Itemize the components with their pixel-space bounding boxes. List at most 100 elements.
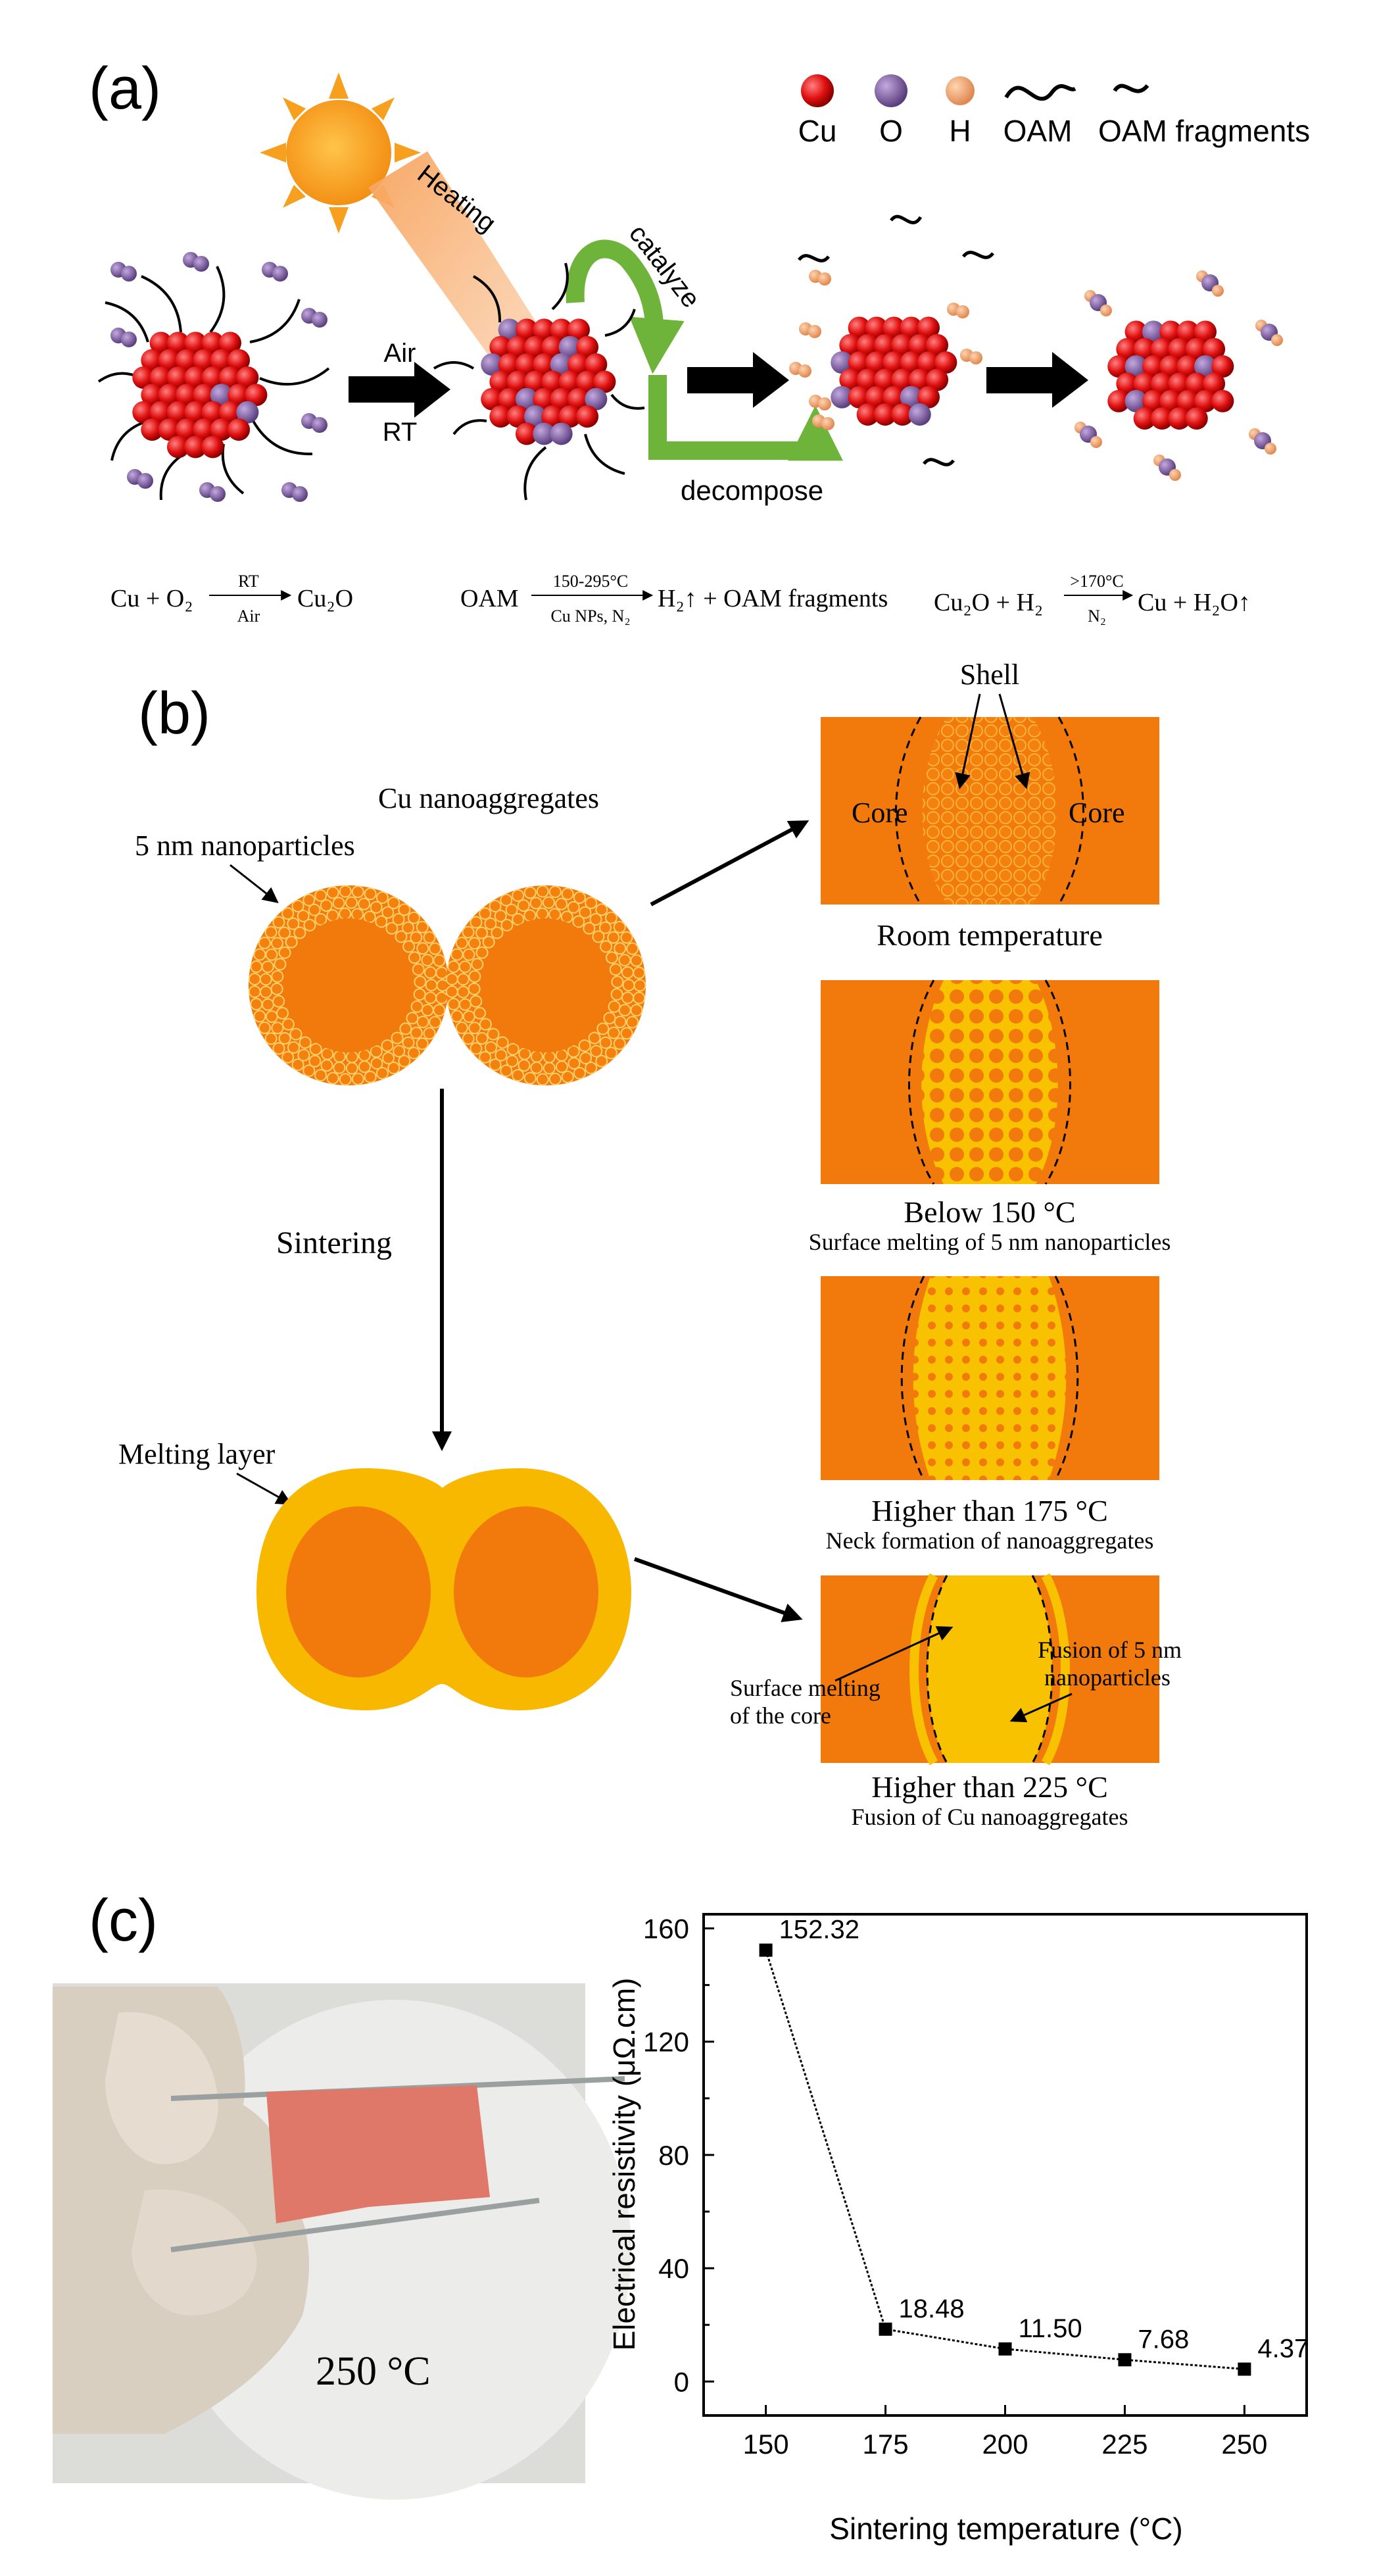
nanoparticle [523, 909, 537, 922]
cu-atom [498, 387, 521, 410]
nanoparticle [458, 960, 471, 974]
cu-atom [848, 316, 871, 339]
nanoparticle [248, 985, 261, 999]
cu-nanoaggregates-label: Cu nanoaggregates [378, 782, 599, 814]
nanoparticle [272, 916, 285, 929]
nanoparticle [579, 906, 592, 919]
cu-atom [219, 332, 242, 355]
h-atom [818, 397, 831, 410]
nanoparticle [364, 887, 377, 901]
nanoparticle [345, 1062, 358, 1075]
nanoparticle [407, 911, 420, 924]
rt-label: RT [383, 418, 418, 447]
nanoparticle [620, 1027, 633, 1040]
nanoparticle [281, 1051, 295, 1064]
nanoparticle [407, 1047, 420, 1060]
nanoparticle [381, 906, 395, 919]
nanoparticle [375, 891, 389, 904]
nanoparticle [414, 976, 427, 989]
cu-atom [201, 366, 224, 389]
nanoparticle [250, 997, 263, 1010]
cu-atom [926, 368, 949, 391]
nanoparticle [274, 958, 287, 971]
panel-b-label: (b) [138, 681, 210, 747]
nanoparticle [500, 1064, 513, 1077]
nanoparticle [272, 995, 285, 1008]
cu-atom [541, 405, 564, 428]
legend-cu: Cu [798, 114, 837, 148]
o2-molecule-atom [121, 266, 137, 282]
o-atom [498, 318, 521, 341]
cu-atom [141, 349, 164, 372]
nanoparticle [455, 1021, 468, 1034]
eq3-lhs: Cu₂O + H₂ [934, 589, 1043, 616]
nanoparticle [287, 1041, 300, 1054]
cu-atom [132, 366, 155, 389]
stage-below-150 [821, 979, 1159, 1185]
nanoparticle [500, 918, 514, 931]
cu-atom [219, 401, 242, 424]
cu-atom [1116, 372, 1139, 395]
cu-atom [1151, 407, 1174, 430]
nanoparticle [468, 970, 481, 983]
melting-layer-label: Melting layer [118, 1438, 276, 1470]
nanoparticle [326, 1072, 339, 1085]
arrow-to-room-temperature [650, 820, 809, 906]
cu-atom [576, 335, 599, 359]
nanoparticle [276, 1006, 289, 1020]
equation-oxidation: Cu + O₂ RT Air Cu₂O [110, 572, 353, 626]
cu-atom [1176, 355, 1199, 378]
nanoparticle [358, 897, 371, 910]
oam-ligand [252, 420, 313, 456]
nanoparticle [611, 976, 624, 989]
stage-room-temperature: Core Core [821, 716, 1159, 905]
nanoparticle [291, 899, 304, 912]
nanoparticle [370, 1045, 383, 1058]
nanoparticle [445, 985, 458, 999]
cu-atom [506, 335, 529, 359]
cu-atom [593, 370, 616, 393]
nanoparticle [600, 940, 613, 953]
o-atom [481, 353, 504, 376]
nanoparticle [416, 1016, 429, 1029]
cu-atom [568, 318, 591, 341]
cu-atom [158, 384, 181, 407]
o-atom [210, 384, 233, 407]
o2-molecule-atom [193, 256, 209, 272]
nanoparticle [351, 885, 364, 899]
nanoparticle [505, 903, 518, 916]
nanoparticle [412, 963, 425, 976]
nanoparticle [429, 942, 442, 955]
cu-atom [176, 349, 199, 372]
eq1-rhs: Cu₂O [297, 585, 353, 612]
cu-atom [1142, 355, 1165, 378]
cu-atom [1168, 407, 1191, 430]
nanoparticle [272, 1042, 285, 1055]
o-atom [585, 387, 608, 410]
nanoparticle [351, 908, 364, 921]
nanoparticle [253, 1010, 266, 1023]
nanoparticle [393, 1045, 406, 1058]
cu-atom [908, 334, 931, 357]
data-point [1118, 2353, 1132, 2367]
cu-atom [1194, 320, 1217, 343]
oam-ligand [433, 361, 475, 370]
nanoparticle [496, 1036, 509, 1049]
cu-atom [481, 387, 504, 410]
y-tick-label: 80 [658, 2140, 689, 2171]
nanoparticle [345, 1051, 358, 1064]
nanoparticle [573, 1066, 586, 1079]
photo-temperature-label: 250 °C [316, 2349, 431, 2394]
nanoparticle [299, 1036, 312, 1049]
nanoparticle [506, 1054, 519, 1068]
cu-atom [568, 353, 591, 376]
cu-atom [193, 349, 216, 372]
h-atom [1090, 436, 1102, 448]
cu-atom [1168, 372, 1191, 395]
nanoparticle [536, 1073, 549, 1086]
o-atom [558, 335, 581, 359]
nanoparticle [326, 886, 339, 899]
cu-atom [524, 370, 547, 393]
air-label: Air [384, 339, 416, 368]
